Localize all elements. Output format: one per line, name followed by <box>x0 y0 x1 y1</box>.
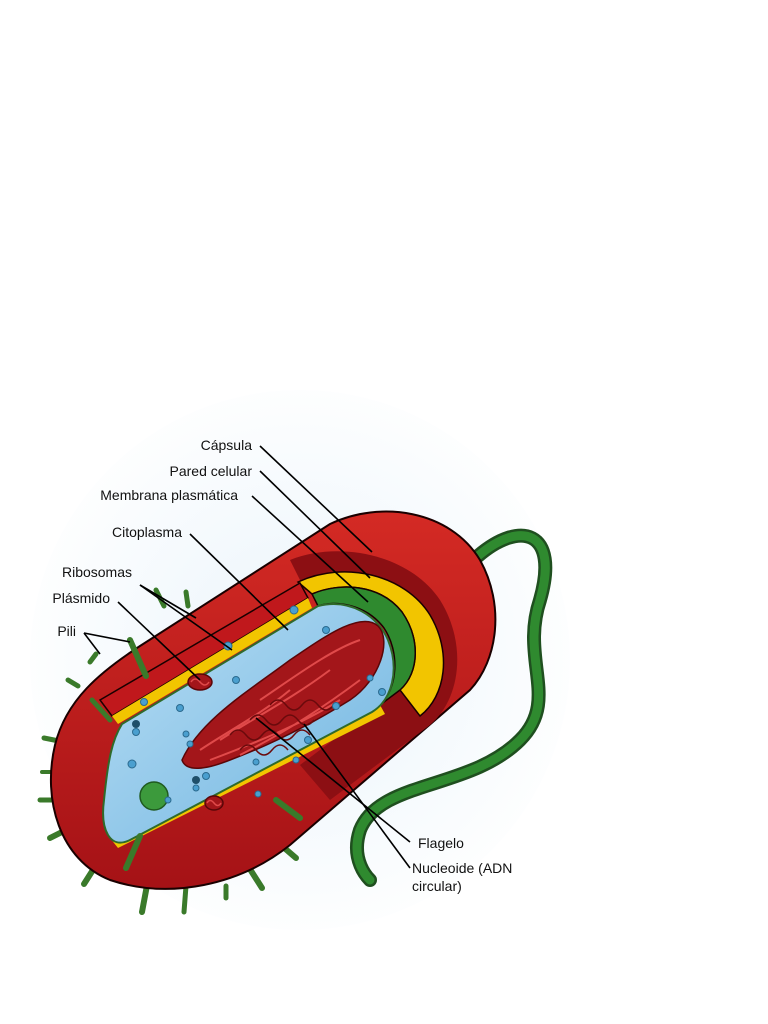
label-pili: Pili <box>57 623 76 639</box>
label-nucleoide-line1: Nucleoide (ADN <box>412 860 512 876</box>
label-membrana-plasmatica: Membrana plasmática <box>100 487 238 503</box>
label-ribosomas: Ribosomas <box>62 564 132 580</box>
pili-front <box>89 637 303 871</box>
label-pared-celular: Pared celular <box>170 463 253 479</box>
label-flagelo: Flagelo <box>418 835 464 851</box>
plasmid <box>187 673 213 691</box>
label-plasmido: Plásmido <box>52 590 110 606</box>
plasmid-2 <box>204 795 224 811</box>
label-capsula: Cápsula <box>201 437 253 453</box>
plasma-membrane <box>310 586 416 706</box>
nucleoid <box>181 620 385 769</box>
label-nucleoide-line2: circular) <box>412 878 462 894</box>
label-citoplasma: Citoplasma <box>112 524 182 540</box>
ribosomes <box>127 605 386 804</box>
inclusion-body <box>139 781 169 811</box>
leader-lines <box>83 445 411 869</box>
